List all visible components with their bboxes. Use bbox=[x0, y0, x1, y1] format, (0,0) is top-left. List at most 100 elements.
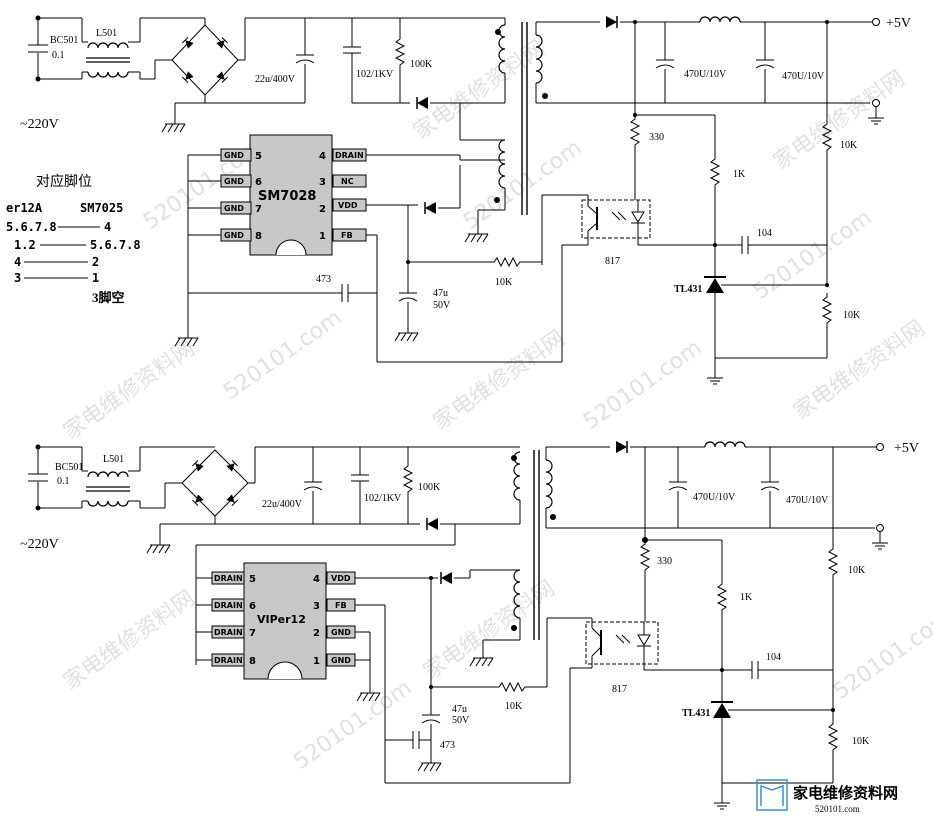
opto-label: 817 bbox=[605, 256, 620, 267]
bc501-label: BC501 bbox=[50, 35, 78, 46]
pin-number: 6 bbox=[255, 177, 262, 188]
output-section: +5V 470U/10V 470U/10V 10K 10K bbox=[377, 15, 911, 385]
pin-label: GND bbox=[224, 151, 244, 160]
bulk-capacitor: 22u/400V bbox=[262, 447, 323, 524]
bulk-capacitor: 22u/400V bbox=[255, 18, 315, 103]
snubber-network: 102/1KV 100K bbox=[195, 447, 456, 665]
vout-label: +5V bbox=[886, 16, 911, 31]
top-circuit: BC501 0.1 ~220V L501 bbox=[20, 15, 911, 385]
site-logo: 家电维修资料网 520101.com bbox=[756, 779, 898, 814]
l501-choke: L501 bbox=[81, 18, 141, 79]
r330-label: 330 bbox=[649, 132, 664, 143]
pin-label: GND bbox=[224, 177, 244, 186]
pin-number: 5 bbox=[255, 151, 262, 162]
snubber-res-label: 100K bbox=[418, 482, 441, 493]
pin-label: VDD bbox=[338, 201, 358, 210]
bulk-cap-label: 22u/400V bbox=[262, 499, 303, 510]
ac-input-label: ~220V bbox=[20, 117, 59, 132]
c47u-volt: 50V bbox=[452, 715, 470, 726]
pin-map-row-b: 1 bbox=[92, 271, 99, 285]
pin-map-row-b: 4 bbox=[104, 220, 111, 234]
pin-map-title: 对应脚位 bbox=[36, 173, 92, 190]
logo-name: 家电维修资料网 bbox=[793, 784, 898, 802]
pin-map-row-b: 2 bbox=[92, 255, 99, 269]
watermark-text: 520101.com bbox=[579, 335, 706, 435]
pin-map-note: 3脚空 bbox=[92, 290, 125, 305]
optocoupler: 817 bbox=[585, 621, 722, 695]
cout1-label: 470U/10V bbox=[693, 492, 736, 503]
r10k-top-label: 10K bbox=[840, 140, 858, 151]
bridge-rectifier bbox=[140, 17, 490, 133]
pin-label: FB bbox=[335, 601, 347, 610]
ic-name: SM7028 bbox=[258, 189, 316, 204]
logo-url: 520101.com bbox=[815, 804, 860, 814]
watermark-text: 520101.com bbox=[749, 205, 876, 305]
pin-label: DRAIN bbox=[214, 601, 243, 610]
tl431: TL431 bbox=[674, 270, 829, 385]
pin-map-col-b: SM7025 bbox=[80, 201, 123, 215]
pin-map-row-b: 5.6.7.8 bbox=[90, 238, 141, 252]
pin-label: DRAIN bbox=[335, 151, 364, 160]
bc501-value: 0.1 bbox=[52, 50, 65, 61]
vdd-feedback: 10K 47u 50V 473 bbox=[174, 205, 542, 347]
ic-right-pins: VDD 4 FB 3 GND 2 GND 1 bbox=[313, 571, 470, 783]
l501-label: L501 bbox=[103, 454, 124, 465]
cout2-label: 470U/10V bbox=[786, 495, 829, 506]
watermark-text: 520101.com bbox=[829, 605, 933, 705]
snubber-cap-label: 102/1KV bbox=[364, 493, 402, 504]
pin-map-row-a: 5.6.7.8 bbox=[6, 220, 57, 234]
pin-number: 4 bbox=[319, 151, 326, 162]
c104-label: 104 bbox=[757, 228, 772, 239]
ac-input-label: ~220V bbox=[20, 537, 59, 552]
snubber-network: 102/1KV 100K bbox=[342, 18, 495, 110]
watermark-text: 家电维修资料网 bbox=[789, 316, 930, 425]
pin-map-table: 对应脚位 er12A SM7025 5.6.7.8 4 1.2 5.6.7.8 … bbox=[6, 173, 141, 305]
pin-number: 8 bbox=[249, 656, 256, 667]
pin-label: GND bbox=[331, 656, 351, 665]
watermark-text: 家电维修资料网 bbox=[769, 66, 910, 175]
pin-label: DRAIN bbox=[214, 628, 243, 637]
watermark-text: 家电维修资料网 bbox=[59, 586, 200, 695]
c47u-label: 47u bbox=[433, 288, 448, 299]
ic-left-pins: GND 5 GND 6 GND 7 GND 8 bbox=[187, 148, 262, 330]
watermark-text: 家电维修资料网 bbox=[59, 336, 200, 445]
pin-number: 2 bbox=[319, 204, 326, 215]
c473-label: 473 bbox=[316, 274, 331, 285]
ac-input-filter: BC501 0.1 ~220V bbox=[20, 15, 82, 132]
pin-number: 5 bbox=[249, 574, 256, 585]
pin-label: NC bbox=[341, 177, 354, 186]
r10k-bot-label: 10K bbox=[852, 736, 870, 747]
pin-number: 7 bbox=[249, 628, 256, 639]
ic-sm7028: SM7028 GND 5 GND 6 GND 7 GND 8 bbox=[187, 134, 461, 362]
tl431: TL431 bbox=[682, 698, 835, 810]
pin-number: 8 bbox=[255, 231, 262, 242]
vout-label: +5V bbox=[894, 441, 919, 456]
pin-number: 4 bbox=[313, 574, 320, 585]
vdd-feedback: 10K 47u 50V 473 bbox=[385, 578, 547, 772]
tl431-label: TL431 bbox=[674, 284, 702, 295]
ic-viper12: VIPer12 DRAIN 5 DRAIN 6 DRAIN 7 DRAIN 8 bbox=[196, 562, 470, 783]
bridge-rectifier bbox=[140, 446, 515, 554]
pin-map-row-a: 4 bbox=[14, 255, 21, 269]
pin-map-col-a: er12A bbox=[6, 201, 43, 215]
pin-label: VDD bbox=[331, 574, 351, 583]
pin-label: FB bbox=[341, 231, 353, 240]
ic-name: VIPer12 bbox=[257, 613, 306, 626]
pin-label: GND bbox=[224, 204, 244, 213]
watermark-text: 家电维修资料网 bbox=[429, 326, 570, 435]
r330-label: 330 bbox=[657, 556, 672, 567]
pin-map-row-a: 3 bbox=[14, 271, 21, 285]
watermark-text: 520101.com bbox=[219, 305, 346, 405]
pin-number: 3 bbox=[319, 177, 326, 188]
bottom-circuit: BC501 0.1 ~220V L501 bbox=[20, 440, 919, 810]
pin-label: DRAIN bbox=[214, 574, 243, 583]
c473-label: 473 bbox=[440, 740, 455, 751]
c104-label: 104 bbox=[766, 652, 781, 663]
pin-number: 2 bbox=[313, 628, 320, 639]
watermark-layer: 520101.com 家电维修资料网 520101.com 家电维修资料网 52… bbox=[59, 36, 933, 775]
r10k-fb-label: 10K bbox=[495, 277, 513, 288]
c47u-volt: 50V bbox=[433, 300, 451, 311]
watermark-text: 520101.com bbox=[289, 675, 416, 775]
r10k-bot-label: 10K bbox=[843, 310, 861, 321]
r10k-top-label: 10K bbox=[848, 565, 866, 576]
